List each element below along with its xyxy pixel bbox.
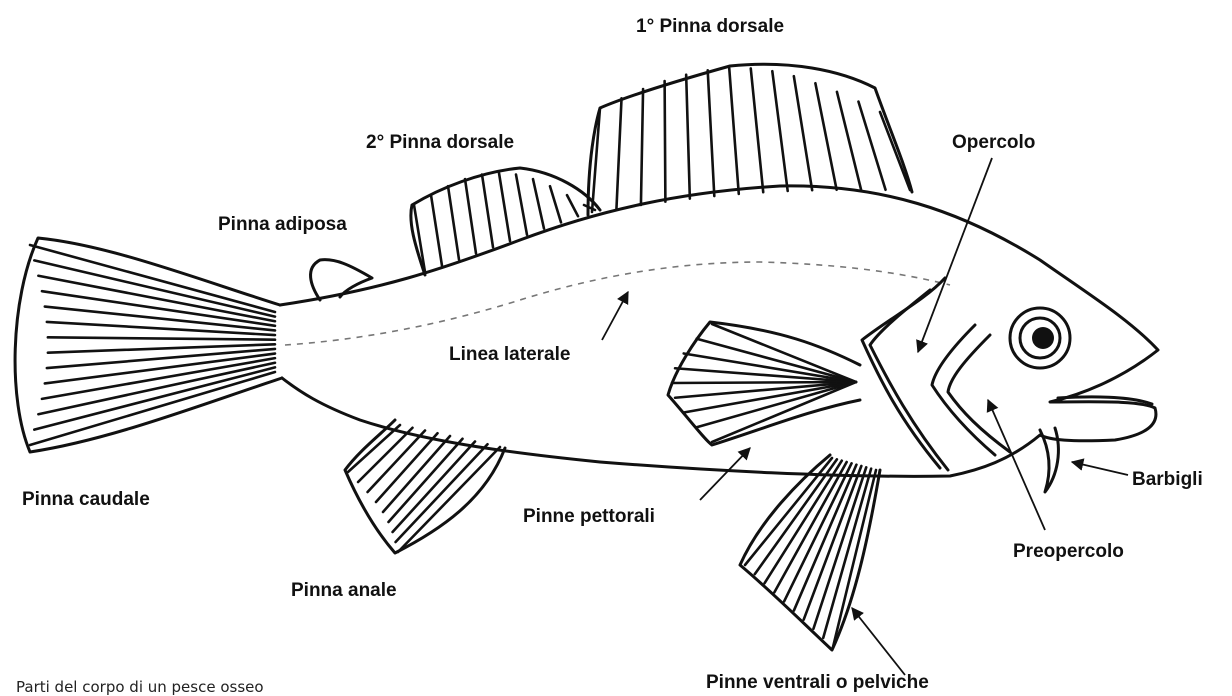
second-dorsal-ray (448, 186, 459, 259)
anal-fin-ray (398, 447, 500, 552)
first-dorsal-ray (837, 92, 861, 190)
second-dorsal-ray (482, 175, 493, 248)
first-dorsal-ray (751, 68, 763, 192)
lateral-line (285, 262, 950, 345)
second-dorsal-ray (431, 195, 442, 266)
operculum-edge (862, 278, 945, 468)
caudal-fin (15, 238, 282, 452)
caudal-fin-ray (30, 245, 275, 312)
label-adipose-fin: Pinna adiposa (218, 214, 347, 235)
first-dorsal-ray (708, 70, 715, 196)
figure-caption: Parti del corpo di un pesce osseo (16, 678, 264, 696)
pelvic-fin (740, 455, 880, 650)
caudal-fin-ray (48, 337, 275, 339)
fish-head (862, 278, 1152, 492)
caudal-fin-ray (47, 322, 275, 335)
second-dorsal-ray (567, 195, 578, 216)
label-operculum: Opercolo (952, 132, 1035, 153)
anal-fin-ray (368, 431, 425, 493)
second-dorsal-ray (499, 173, 510, 241)
first-dorsal-ray (616, 98, 621, 208)
first-dorsal-ray (729, 68, 739, 194)
second-dorsal-ray (550, 186, 561, 222)
first-dorsal-ray (815, 83, 836, 190)
pointer-arrows (602, 158, 1128, 675)
anal-fin (345, 420, 505, 553)
pectoral-fin-ray (712, 382, 856, 442)
label-pelvic-fins: Pinne ventrali o pelviche (706, 672, 929, 693)
second-dorsal-ray (465, 179, 476, 253)
second-dorsal-ray (533, 179, 544, 228)
first-dorsal-ray (794, 76, 812, 190)
label-caudal-fin: Pinna caudale (22, 489, 150, 510)
adipose-fin (311, 260, 372, 300)
label-second-dorsal-fin: 2° Pinna dorsale (366, 132, 514, 153)
label-first-dorsal-fin: 1° Pinna dorsale (636, 16, 784, 37)
preoperculum-edge (932, 325, 995, 455)
first-dorsal-ray (880, 112, 910, 190)
first-dorsal-ray (686, 75, 690, 199)
caudal-fin-ray (38, 276, 275, 321)
pelvic-fin-ray (833, 470, 876, 647)
label-barbels: Barbigli (1132, 469, 1203, 490)
second-dorsal-ray (516, 175, 527, 235)
first-dorsal-ray (641, 89, 643, 205)
caudal-fin-ray (45, 307, 275, 331)
first-dorsal-ray (665, 81, 666, 202)
pupil (1032, 327, 1054, 349)
label-anal-fin: Pinna anale (291, 580, 397, 601)
first-dorsal-ray (772, 71, 787, 191)
label-pectoral-fins: Pinne pettorali (523, 506, 655, 527)
label-preoperculum: Preopercolo (1013, 541, 1124, 562)
pectoral-fin-ray (672, 382, 856, 383)
pectoral-fin (668, 322, 860, 445)
anal-fin-ray (396, 444, 488, 542)
label-lateral-line: Linea laterale (449, 344, 570, 365)
